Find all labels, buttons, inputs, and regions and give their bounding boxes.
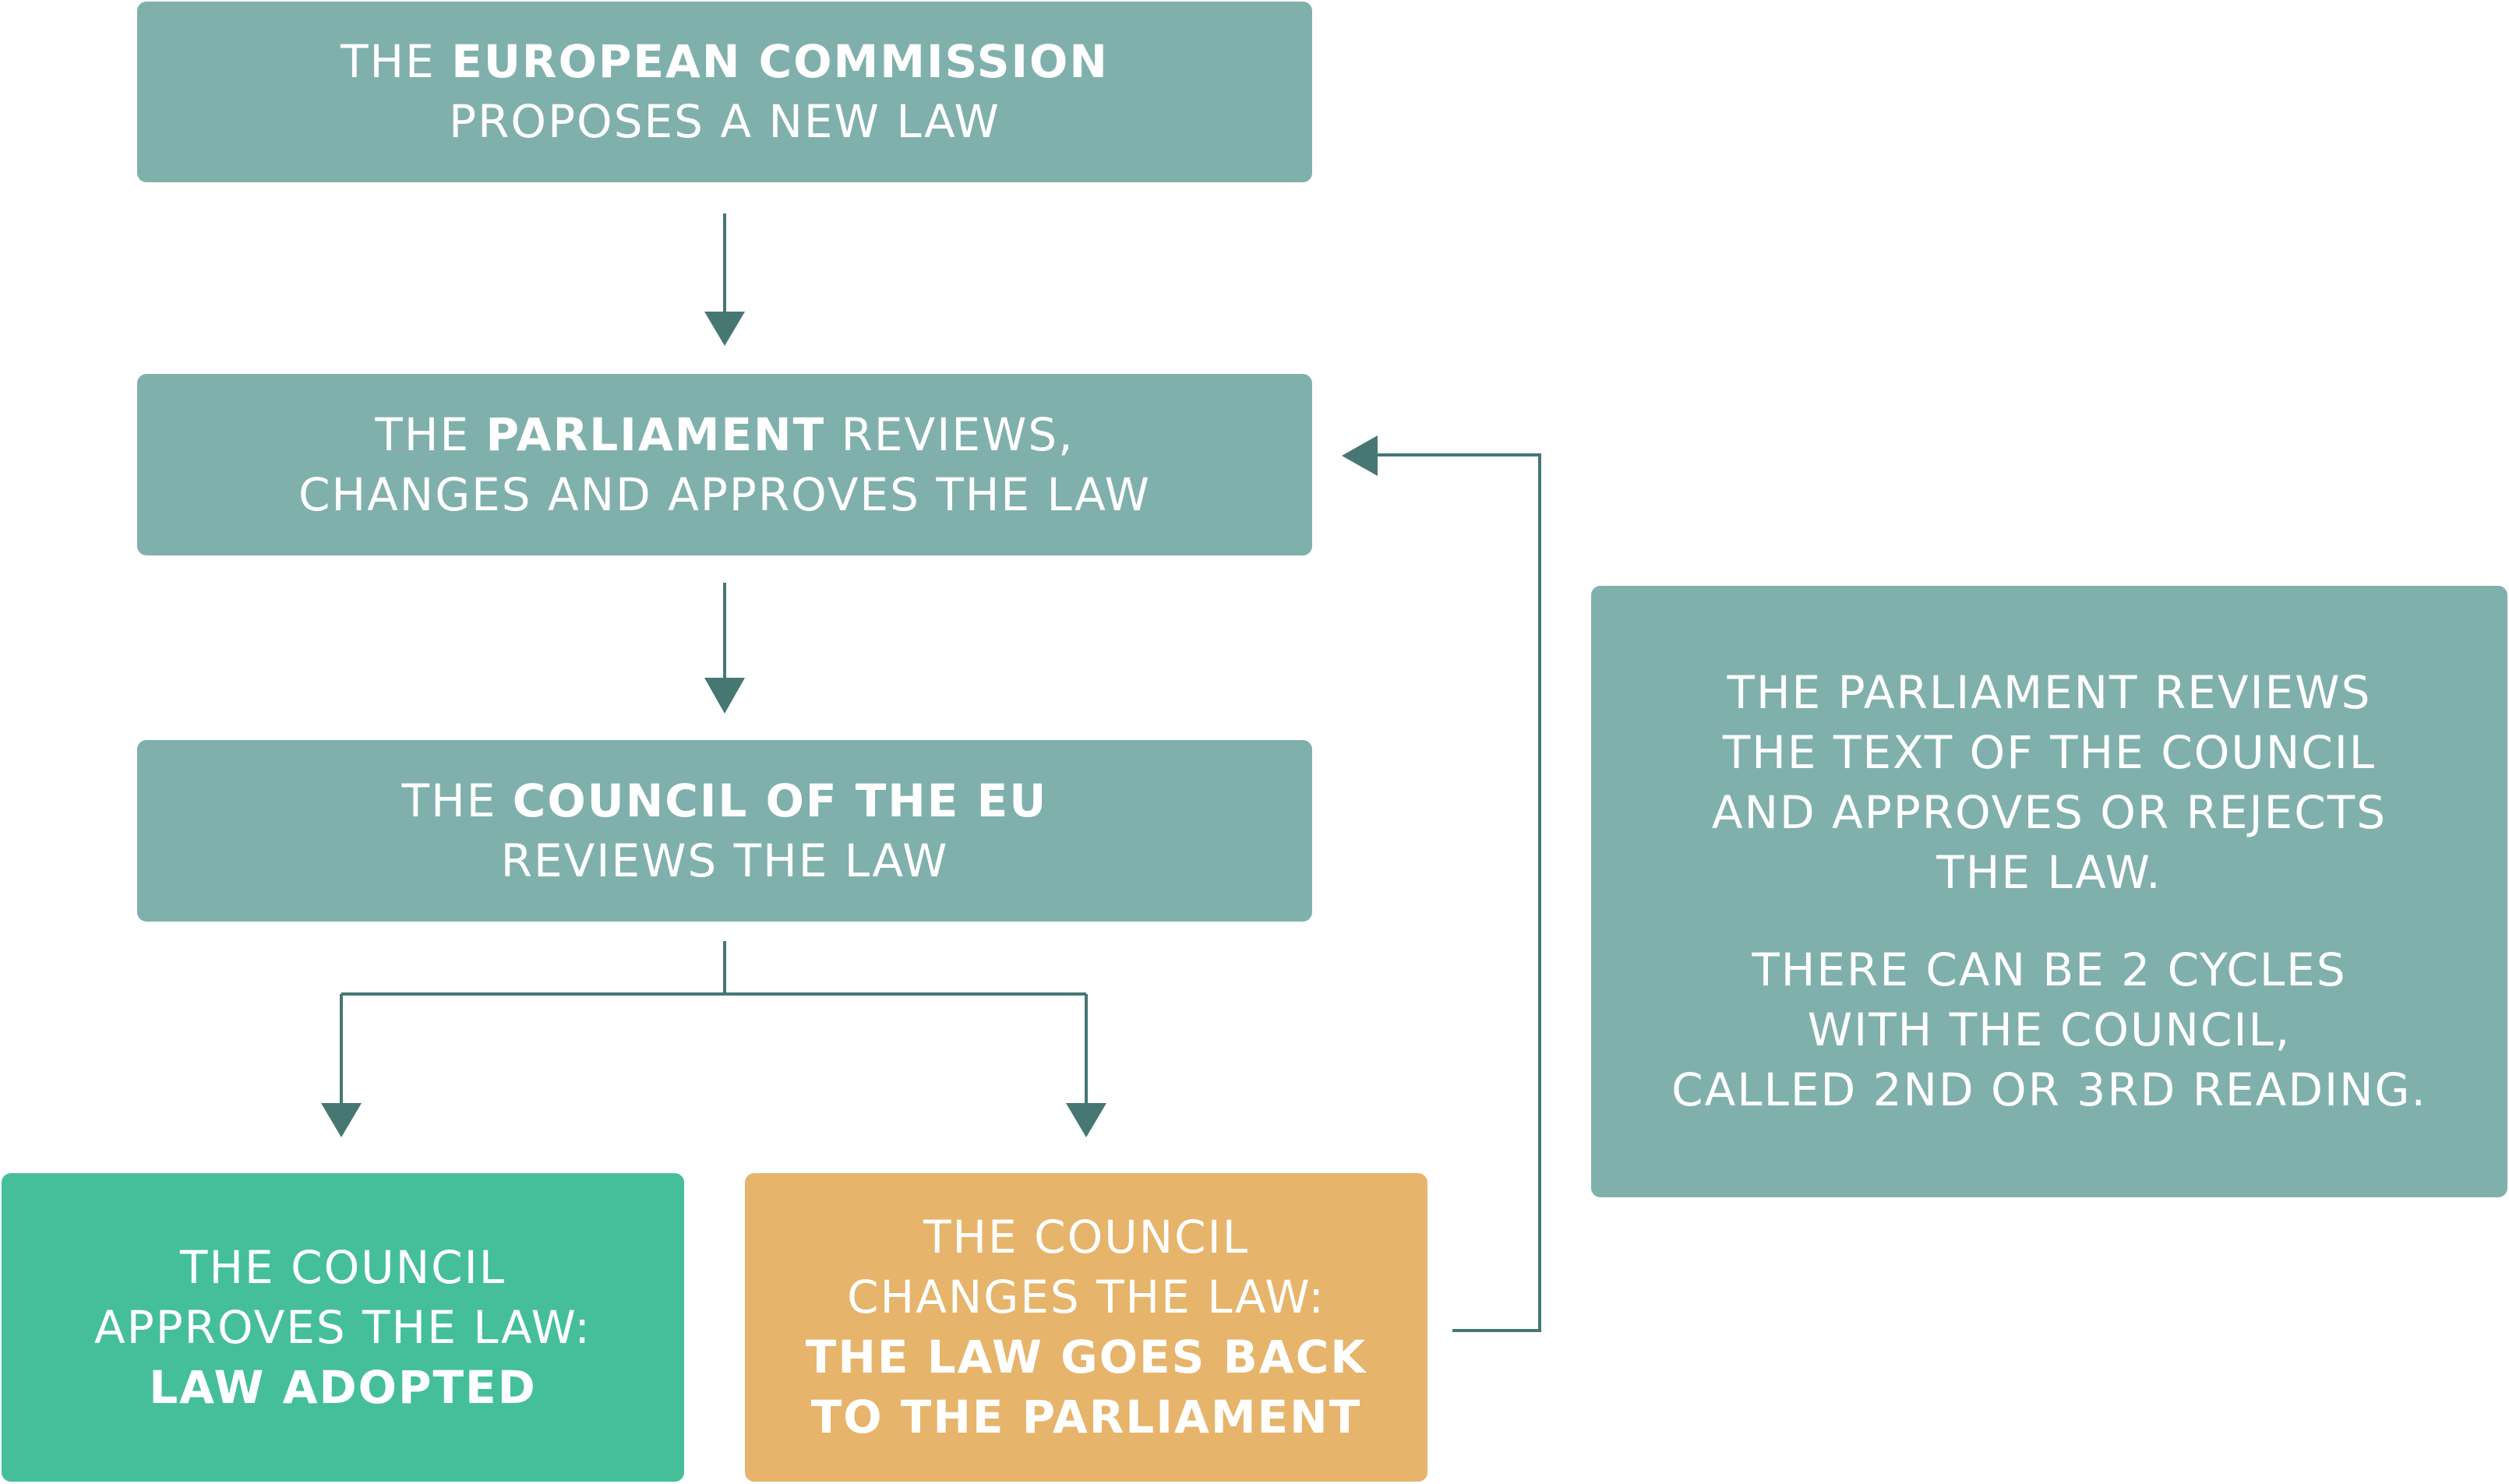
note-line: THE PARLIAMENT REVIEWS (1727, 666, 2372, 719)
commission-line-2: PROPOSES A NEW LAW (449, 95, 1000, 148)
returned-bold-line-1: THE LAW GOES BACK (805, 1331, 1367, 1384)
note-line: CALLED 2ND OR 3RD READING. (1671, 1063, 2427, 1116)
council-reviews-box: THE COUNCIL OF THE EU REVIEWS THE LAW (137, 740, 1312, 922)
parliament-line-1: THE PARLIAMENT REVIEWS, (375, 407, 1075, 461)
adopted-line-2: APPROVES THE LAW: (94, 1300, 591, 1354)
returned-bold-line-2: TO THE PARLIAMENT (810, 1391, 1362, 1443)
note-line: THERE CAN BE 2 CYCLES (1752, 943, 2347, 996)
note-line: AND APPROVES OR REJECTS (1711, 786, 2387, 839)
note-line: THE TEXT OF THE COUNCIL (1722, 726, 2377, 779)
law-adopted-box: THE COUNCIL APPROVES THE LAW: LAW ADOPTE… (2, 1173, 684, 1482)
parliament-reviews-box: THE PARLIAMENT REVIEWS, CHANGES AND APPR… (137, 374, 1312, 555)
council-line-1: THE COUNCIL OF THE EU (401, 774, 1048, 827)
note-line: THE LAW. (1936, 846, 2162, 899)
commission-name: EUROPEAN COMMISSION (451, 35, 1109, 88)
council-name: COUNCIL OF THE EU (512, 774, 1048, 827)
council-line-2: REVIEWS THE LAW (500, 834, 949, 887)
arrow-left-icon (1342, 435, 1378, 476)
law-adopted-label: LAW ADOPTED (149, 1360, 537, 1414)
adopted-line-1: THE COUNCIL (179, 1240, 506, 1294)
commission-line-1: THE EUROPEAN COMMISSION (341, 35, 1109, 88)
arrow-down-icon (704, 678, 745, 714)
parliament-name: PARLIAMENT (485, 407, 826, 461)
returned-line-1: THE COUNCIL (923, 1211, 1250, 1264)
law-returned-box: THE COUNCIL CHANGES THE LAW: THE LAW GOE… (745, 1173, 1427, 1482)
arrow-down-icon (321, 1103, 362, 1137)
arrow-down-icon (704, 312, 745, 346)
parliament-line-2: CHANGES AND APPROVES THE LAW (298, 467, 1151, 521)
returned-line-2: CHANGES THE LAW: (847, 1271, 1325, 1324)
arrow-down-icon (1066, 1103, 1106, 1137)
note-line: WITH THE COUNCIL, (1807, 1003, 2292, 1056)
reading-cycles-note-box: THE PARLIAMENT REVIEWS THE TEXT OF THE C… (1591, 586, 2507, 1197)
commission-proposes-box: THE EUROPEAN COMMISSION PROPOSES A NEW L… (137, 2, 1312, 182)
